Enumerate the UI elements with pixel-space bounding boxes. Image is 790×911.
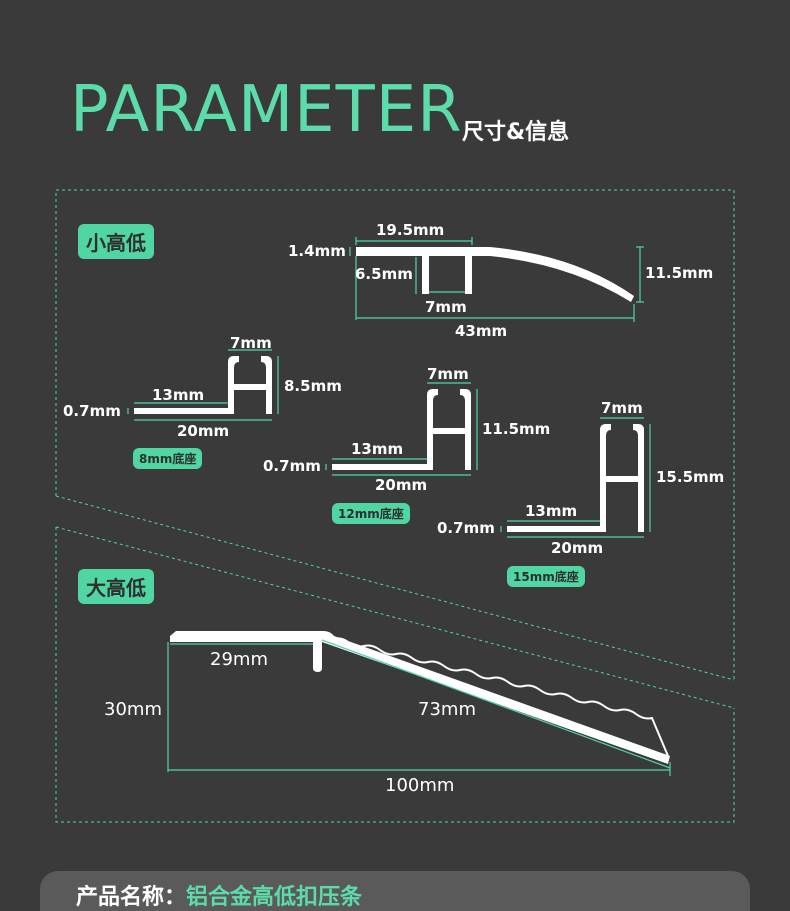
small-profile-dims — [349, 237, 644, 322]
base8-width: 20mm — [177, 422, 230, 440]
large-top-width: 29mm — [210, 649, 268, 670]
base12-thickness: 0.7mm — [263, 457, 321, 475]
section-tag-small: 小高低 — [78, 224, 154, 259]
large-profile-ridges — [331, 637, 669, 757]
panel-small-border — [55, 189, 735, 680]
base8-top: 7mm — [230, 334, 272, 352]
panel-large-diagonal — [55, 526, 735, 709]
base15-dims — [500, 417, 651, 538]
base15-thickness: 0.7mm — [437, 519, 495, 537]
base8-flange: 13mm — [152, 386, 205, 404]
base12-width: 20mm — [375, 476, 428, 494]
base8-thickness: 0.7mm — [63, 402, 121, 420]
base12-flange: 13mm — [351, 440, 404, 458]
footer-label: 产品名称： — [76, 885, 187, 910]
large-profile-dims — [167, 639, 671, 776]
base8-dims — [127, 349, 279, 421]
base15-height: 15.5mm — [656, 468, 725, 486]
base12-badge: 12mm底座 — [332, 503, 410, 524]
small-leg-height: 6.5mm — [355, 265, 413, 283]
base8-shape — [134, 356, 272, 414]
base12-dims — [325, 382, 478, 476]
small-thickness: 1.4mm — [288, 242, 346, 260]
base12-shape — [332, 389, 471, 470]
base15-badge: 15mm底座 — [507, 566, 585, 587]
small-top-width: 19.5mm — [376, 221, 445, 239]
base12-top: 7mm — [427, 365, 469, 383]
small-leg-gap: 7mm — [425, 298, 467, 316]
page-title: PARAMETER — [70, 73, 463, 147]
footer-value: 铝合金高低扣压条 — [186, 885, 363, 910]
diagram-canvas — [55, 189, 735, 823]
base15-shape — [507, 424, 644, 532]
base15-width: 20mm — [551, 539, 604, 557]
small-total-width: 43mm — [455, 322, 508, 340]
base8-height: 8.5mm — [284, 377, 342, 395]
base12-height: 11.5mm — [482, 420, 551, 438]
large-height: 30mm — [104, 699, 162, 720]
footer-product-name: 产品名称：铝合金高低扣压条 — [76, 879, 362, 911]
base8-badge: 8mm底座 — [133, 448, 203, 469]
section-tag-large: 大高低 — [78, 569, 154, 604]
large-total-width: 100mm — [385, 775, 455, 796]
small-height: 11.5mm — [645, 264, 714, 282]
small-profile-shape — [356, 247, 634, 302]
base15-top: 7mm — [601, 399, 643, 417]
large-slope: 73mm — [418, 699, 476, 720]
footer-bar: 产品名称：铝合金高低扣压条 — [40, 871, 750, 911]
page-subtitle: 尺寸&信息 — [462, 120, 570, 145]
base15-flange: 13mm — [525, 502, 578, 520]
